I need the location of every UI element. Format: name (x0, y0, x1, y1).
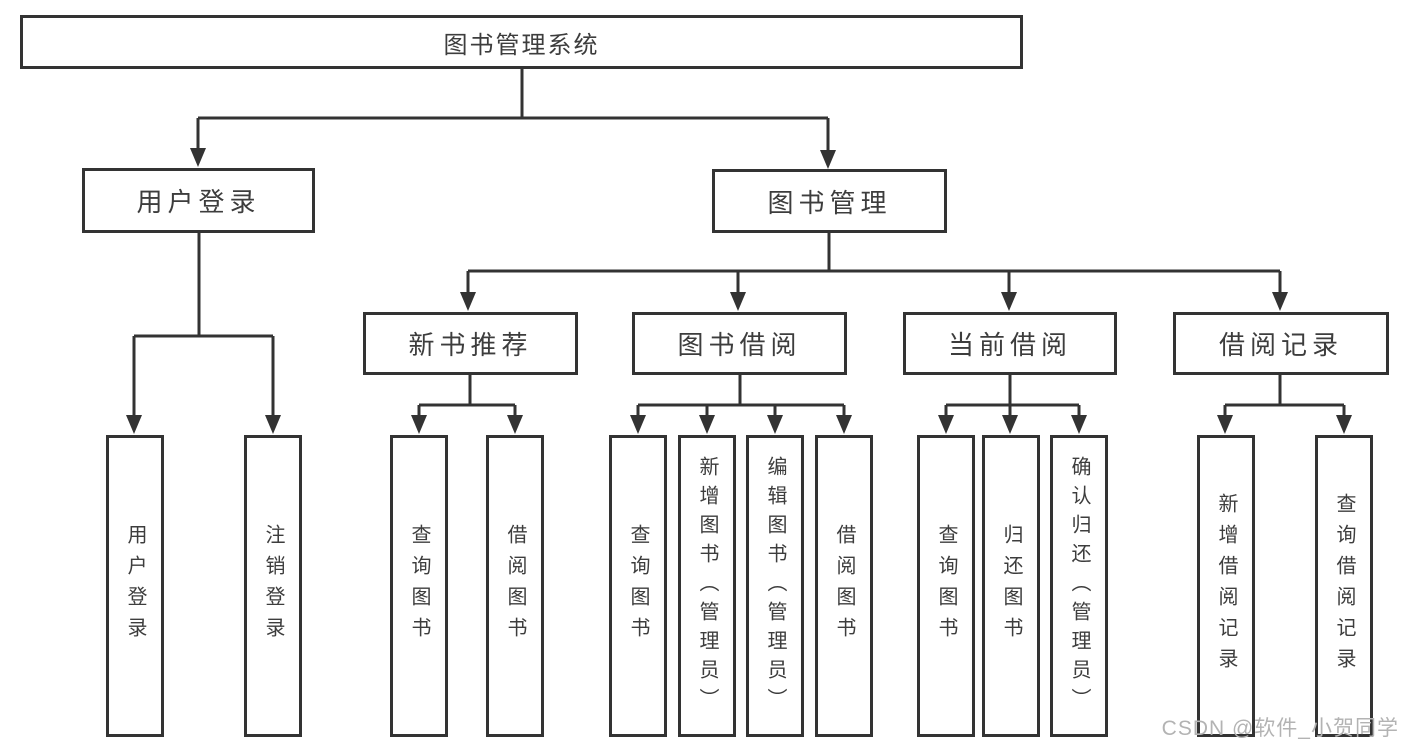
leaf-add-borrow-record: 新增借阅记录 (1197, 435, 1255, 737)
leaf-edit-books-admin: 编辑图书（管理员） (746, 435, 804, 737)
node-new-book-recommend: 新书推荐 (363, 312, 578, 375)
node-root-system: 图书管理系统 (20, 15, 1023, 69)
leaf-query-borrow-record-label: 查询借阅记录 (1333, 493, 1355, 679)
node-current-borrowing: 当前借阅 (903, 312, 1117, 375)
leaf-query-books-borrowing-label: 查询图书 (627, 524, 649, 648)
leaf-query-borrow-record: 查询借阅记录 (1315, 435, 1373, 737)
node-new-book-recommend-label: 新书推荐 (408, 330, 533, 360)
leaf-logout-label: 注销登录 (262, 524, 284, 648)
leaf-query-books-recommend: 查询图书 (390, 435, 448, 737)
leaf-borrow-books-recommend: 借阅图书 (486, 435, 544, 737)
node-borrowing-records-label: 借阅记录 (1218, 330, 1343, 360)
node-book-borrowing: 图书借阅 (632, 312, 847, 375)
node-book-management: 图书管理 (712, 169, 947, 233)
leaf-query-books-current: 查询图书 (917, 435, 975, 737)
leaf-user-login-label: 用户登录 (124, 524, 146, 648)
leaf-add-books-admin-label: 新增图书（管理员） (696, 455, 718, 717)
leaf-query-books-borrowing: 查询图书 (609, 435, 667, 737)
leaf-confirm-return-admin-label: 确认归还（管理员） (1068, 455, 1090, 717)
leaf-query-books-recommend-label: 查询图书 (408, 524, 430, 648)
node-borrowing-records: 借阅记录 (1173, 312, 1389, 375)
arrowhead-icons (126, 148, 1352, 434)
leaf-confirm-return-admin: 确认归还（管理员） (1050, 435, 1108, 737)
leaf-query-books-current-label: 查询图书 (935, 524, 957, 648)
leaf-return-books-label: 归还图书 (1000, 524, 1022, 648)
leaf-return-books: 归还图书 (982, 435, 1040, 737)
node-book-management-label: 图书管理 (767, 187, 892, 218)
leaf-add-books-admin: 新增图书（管理员） (678, 435, 736, 737)
watermark: CSDN @软件_小贺同学 (1161, 717, 1399, 740)
leaf-borrow-books-borrowing: 借阅图书 (815, 435, 873, 737)
leaf-user-login: 用户登录 (106, 435, 164, 737)
node-book-borrowing-label: 图书借阅 (677, 330, 802, 360)
leaf-edit-books-admin-label: 编辑图书（管理员） (764, 455, 786, 717)
node-user-login: 用户登录 (82, 168, 315, 233)
node-user-login-label: 用户登录 (136, 187, 261, 217)
leaf-logout: 注销登录 (244, 435, 302, 737)
node-current-borrowing-label: 当前借阅 (947, 330, 1072, 360)
leaf-borrow-books-borrowing-label: 借阅图书 (833, 524, 855, 648)
leaf-add-borrow-record-label: 新增借阅记录 (1215, 493, 1237, 679)
leaf-borrow-books-recommend-label: 借阅图书 (504, 524, 526, 648)
node-root-label: 图书管理系统 (443, 31, 600, 59)
